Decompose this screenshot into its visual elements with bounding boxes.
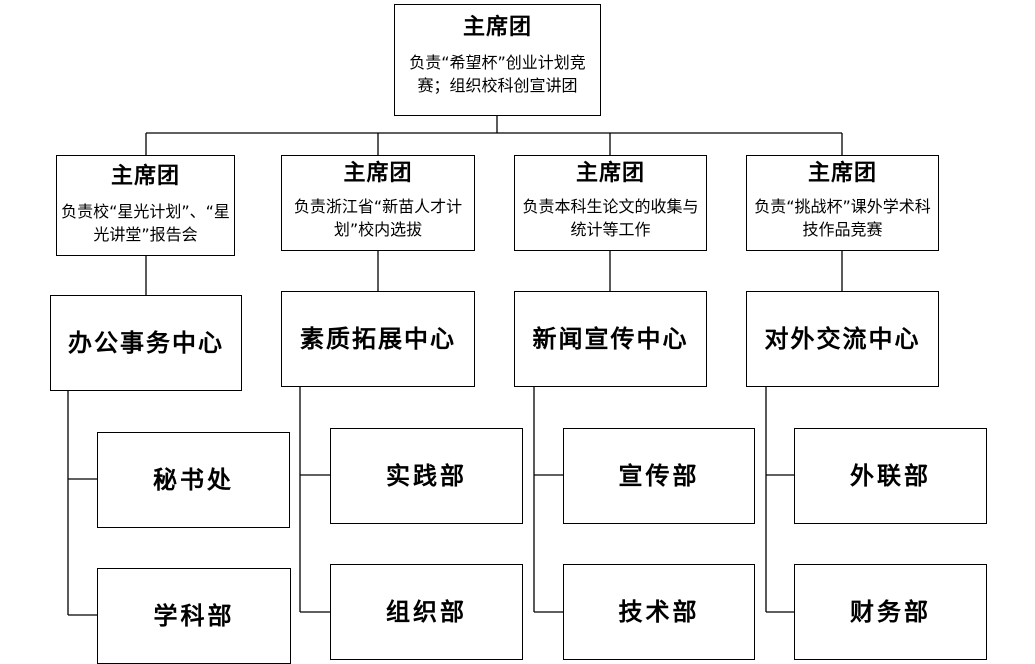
presidium-title-1: 主席团	[110, 164, 180, 189]
presidium-desc-2: 负责浙江省“新苗人才计划”校内选拔	[293, 197, 463, 239]
top-presidium-box: 主席团 负责“希望杯”创业计划竞赛；组织校科创宣讲团	[394, 4, 601, 116]
presidium-desc-1: 负责校“星光计划”、“星光讲堂”报告会	[61, 202, 230, 244]
presidium-desc-3: 负责本科生论文的收集与统计等工作	[522, 197, 699, 239]
dept-label-publicity: 宣传部	[618, 462, 700, 490]
dept-label-practice: 实践部	[386, 462, 467, 490]
dept-label-liaison: 外联部	[850, 462, 931, 490]
presidium-title-2: 主席团	[343, 161, 413, 186]
presidium-desc-4: 负责“挑战杯”课外学术科技作品竞赛	[754, 197, 931, 239]
dept-label-organization: 组织部	[386, 598, 467, 626]
top-presidium-desc: 负责“希望杯”创业计划竞赛；组织校科创宣讲团	[409, 53, 586, 95]
dept-box-technology: 技术部	[563, 564, 755, 660]
center-label-quality: 素质拓展中心	[300, 325, 456, 353]
presidium-box-3: 主席团 负责本科生论文的收集与统计等工作	[514, 155, 707, 251]
dept-box-practice: 实践部	[330, 428, 523, 524]
center-label-external: 对外交流中心	[764, 325, 921, 353]
dept-box-publicity: 宣传部	[563, 428, 755, 524]
center-box-office: 办公事务中心	[50, 295, 242, 391]
dept-box-liaison: 外联部	[794, 428, 987, 524]
dept-box-organization: 组织部	[330, 564, 523, 660]
dept-box-secretariat: 秘书处	[97, 432, 290, 528]
presidium-box-1: 主席团 负责校“星光计划”、“星光讲堂”报告会	[56, 155, 235, 256]
center-label-news: 新闻宣传中心	[532, 325, 689, 353]
top-presidium-title: 主席团	[462, 15, 532, 40]
presidium-box-2: 主席团 负责浙江省“新苗人才计划”校内选拔	[281, 155, 475, 251]
center-box-quality: 素质拓展中心	[281, 291, 475, 387]
presidium-title-3: 主席团	[575, 161, 645, 186]
dept-box-academic: 学科部	[97, 568, 291, 664]
dept-label-finance: 财务部	[850, 598, 931, 626]
dept-label-academic: 学科部	[153, 602, 235, 630]
presidium-title-4: 主席团	[807, 161, 877, 186]
dept-label-secretariat: 秘书处	[153, 466, 234, 494]
dept-label-technology: 技术部	[618, 598, 700, 626]
center-box-news: 新闻宣传中心	[514, 291, 707, 387]
dept-box-finance: 财务部	[794, 564, 987, 660]
center-box-external: 对外交流中心	[746, 291, 939, 387]
presidium-box-4: 主席团 负责“挑战杯”课外学术科技作品竞赛	[746, 155, 939, 251]
center-label-office: 办公事务中心	[68, 329, 224, 357]
